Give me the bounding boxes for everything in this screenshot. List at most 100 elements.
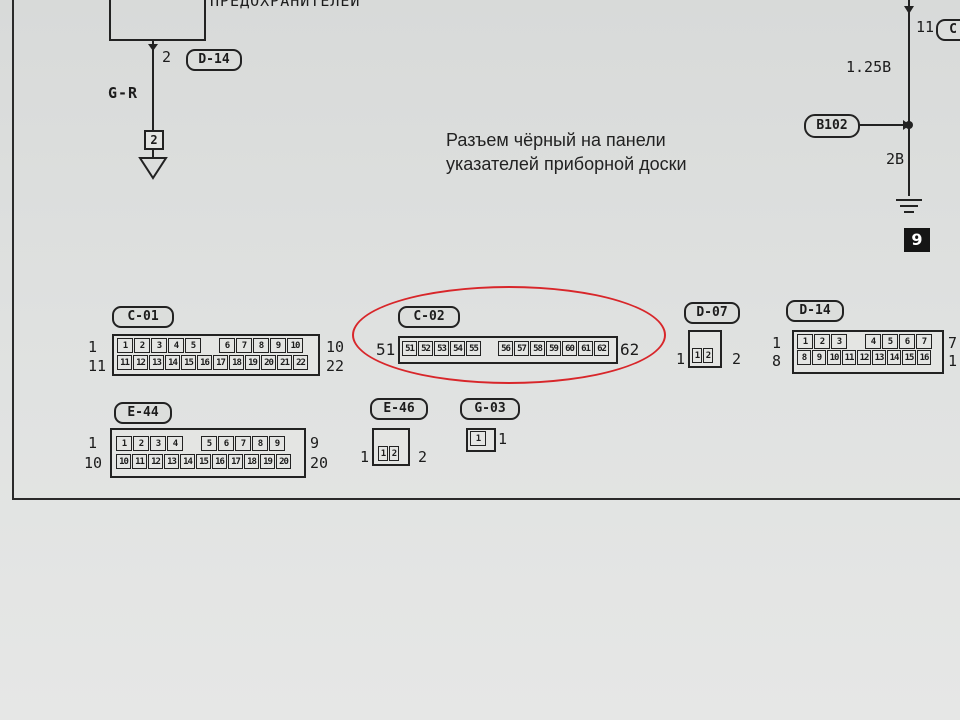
e44-pin-1: 1 <box>116 436 132 451</box>
c01-pin-2: 2 <box>134 338 150 353</box>
connector-tag-d14: D-14 <box>786 300 844 322</box>
c01-pin-4: 4 <box>168 338 184 353</box>
d14-pin-4: 4 <box>865 334 881 349</box>
e44-pin-4: 4 <box>167 436 183 451</box>
e44-pin-16: 16 <box>212 454 227 469</box>
c01-pin-3: 3 <box>151 338 167 353</box>
d14-pin-2: 2 <box>814 334 830 349</box>
d14-pin-12: 12 <box>857 350 871 365</box>
e44-pin-17: 17 <box>228 454 243 469</box>
d14-pin-14: 14 <box>887 350 901 365</box>
c01-pin-label-left-bottom: 11 <box>88 357 107 375</box>
d07-pin-label-left: 1 <box>676 350 686 368</box>
d07-pin-label-right: 2 <box>732 350 742 368</box>
d14-pin-label-right-top: 7 <box>948 334 958 352</box>
e44-pin-label-left-top: 1 <box>88 434 98 452</box>
e46-pin-label-left: 1 <box>360 448 370 466</box>
d14-pin-10: 10 <box>827 350 841 365</box>
ground-point-number: 9 <box>904 228 930 252</box>
connector-tag-e44: E-44 <box>114 402 172 424</box>
d14-pin-label-right-bottom: 1 <box>948 352 958 370</box>
c01-pin-8: 8 <box>253 338 269 353</box>
d14-pin-5: 5 <box>882 334 898 349</box>
c01-pin-11: 11 <box>117 355 132 370</box>
e44-pin-20: 20 <box>276 454 291 469</box>
c01-pin-7: 7 <box>236 338 252 353</box>
highlight-ellipse-c02 <box>352 286 666 384</box>
e44-pin-19: 19 <box>260 454 275 469</box>
c01-pin-21: 21 <box>277 355 292 370</box>
c01-pin-1: 1 <box>117 338 133 353</box>
caption-line-1: Разъем чёрный на панели <box>446 130 666 150</box>
e44-key-slot <box>184 436 200 451</box>
e44-pin-12: 12 <box>148 454 163 469</box>
fuse-box-heading: ПРЕДОХРАНИТЕЛЕЙ <box>210 0 361 10</box>
e44-pin-6: 6 <box>218 436 234 451</box>
c01-pin-14: 14 <box>165 355 180 370</box>
c01-pin-18: 18 <box>229 355 244 370</box>
c01-pin-15: 15 <box>181 355 196 370</box>
e44-pin-7: 7 <box>235 436 251 451</box>
wire-size-label-2: 2B <box>886 150 905 168</box>
connector-tag-c01: C-01 <box>112 306 174 328</box>
d14-pin-7: 7 <box>916 334 932 349</box>
right-pin-number: 11 <box>916 18 935 36</box>
e46-pin-2: 2 <box>389 446 399 461</box>
diagram-frame <box>12 0 960 500</box>
d14-pin-9: 9 <box>812 350 826 365</box>
d14-pin-6: 6 <box>899 334 915 349</box>
splice-tag: B102 <box>804 114 860 138</box>
c01-pin-6: 6 <box>219 338 235 353</box>
connector-tag-g03: G-03 <box>460 398 520 420</box>
c01-pin-13: 13 <box>149 355 164 370</box>
e44-pin-9: 9 <box>269 436 285 451</box>
c01-key-slot <box>202 338 218 353</box>
connector-g03 <box>466 428 496 452</box>
e44-pin-5: 5 <box>201 436 217 451</box>
c01-pin-label-right-bottom: 22 <box>326 357 345 375</box>
e44-pin-18: 18 <box>244 454 259 469</box>
d14-pin-8: 8 <box>797 350 811 365</box>
c01-pin-9: 9 <box>270 338 286 353</box>
d14-pin-label-left-bottom: 8 <box>772 352 782 370</box>
c01-pin-20: 20 <box>261 355 276 370</box>
d14-key-slot <box>848 334 864 349</box>
g03-pin-label-right: 1 <box>498 430 508 448</box>
e46-pin-1: 1 <box>378 446 388 461</box>
c01-pin-16: 16 <box>197 355 212 370</box>
e44-pin-15: 15 <box>196 454 211 469</box>
e44-pin-2: 2 <box>133 436 149 451</box>
d07-pin-2: 2 <box>703 348 713 363</box>
e44-pin-14: 14 <box>180 454 195 469</box>
d07-pin-1: 1 <box>692 348 702 363</box>
e44-pin-label-right-bottom: 20 <box>310 454 329 472</box>
e44-pin-label-right-top: 9 <box>310 434 320 452</box>
terminal-box: 2 <box>144 130 164 150</box>
e44-pin-11: 11 <box>132 454 147 469</box>
c01-pin-label-left-top: 1 <box>88 338 98 356</box>
connector-tag-e46: E-46 <box>370 398 428 420</box>
d14-pin-label-left-top: 1 <box>772 334 782 352</box>
c01-pin-12: 12 <box>133 355 148 370</box>
d14-pin-16: 16 <box>917 350 931 365</box>
g03-pin-row: 1 <box>470 431 487 446</box>
d14-pin-1: 1 <box>797 334 813 349</box>
e46-pin-label-right: 2 <box>418 448 428 466</box>
d14-pin-15: 15 <box>902 350 916 365</box>
e44-pin-10: 10 <box>116 454 131 469</box>
connector-tag-d14-top: D-14 <box>186 49 242 71</box>
d14-pin-3: 3 <box>831 334 847 349</box>
d14-pin-13: 13 <box>872 350 886 365</box>
connector-d07 <box>688 330 722 368</box>
connector-d14 <box>792 330 944 374</box>
c01-pin-5: 5 <box>185 338 201 353</box>
connector-tag-right-partial: C <box>936 19 960 41</box>
d14-pin-11: 11 <box>842 350 856 365</box>
wire-pin-number: 2 <box>162 48 172 66</box>
